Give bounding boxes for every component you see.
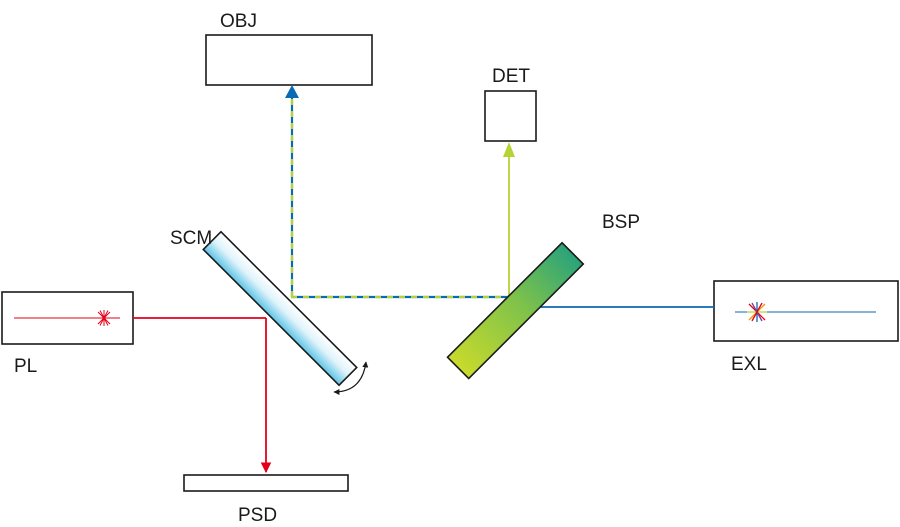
objective-box (205, 34, 373, 86)
excitation-laser-box (713, 280, 899, 342)
psd-label: PSD (238, 505, 277, 526)
psd-plate (183, 474, 349, 492)
objective-label: OBJ (220, 11, 257, 32)
curved-double-arrow-icon (333, 361, 369, 395)
objective-arrowhead (285, 85, 299, 98)
beam-splitter-label: BSP (602, 212, 640, 233)
scanning-mirror-label: SCM (170, 228, 212, 249)
beam-paths (133, 85, 714, 474)
detector-label: DET (492, 66, 530, 87)
beam-splitter-block: BSP (446, 212, 640, 380)
beam-splitter (446, 241, 585, 380)
psd-block: PSD (183, 474, 349, 526)
probe-laser-block: PL (1, 291, 134, 377)
probe-laser-label: PL (14, 356, 37, 377)
scanning-mirror-block: SCM (170, 228, 369, 395)
excitation-laser-label: EXL (731, 354, 767, 375)
detector-arrowhead (503, 142, 515, 157)
detector-box (484, 90, 537, 142)
excitation-laser-block: EXL (713, 280, 899, 375)
objective-block: OBJ (205, 11, 373, 86)
starburst-icon (96, 310, 112, 326)
starburst-icon (747, 302, 767, 322)
detector-block: DET (484, 66, 537, 142)
scanning-mirror (202, 230, 358, 387)
